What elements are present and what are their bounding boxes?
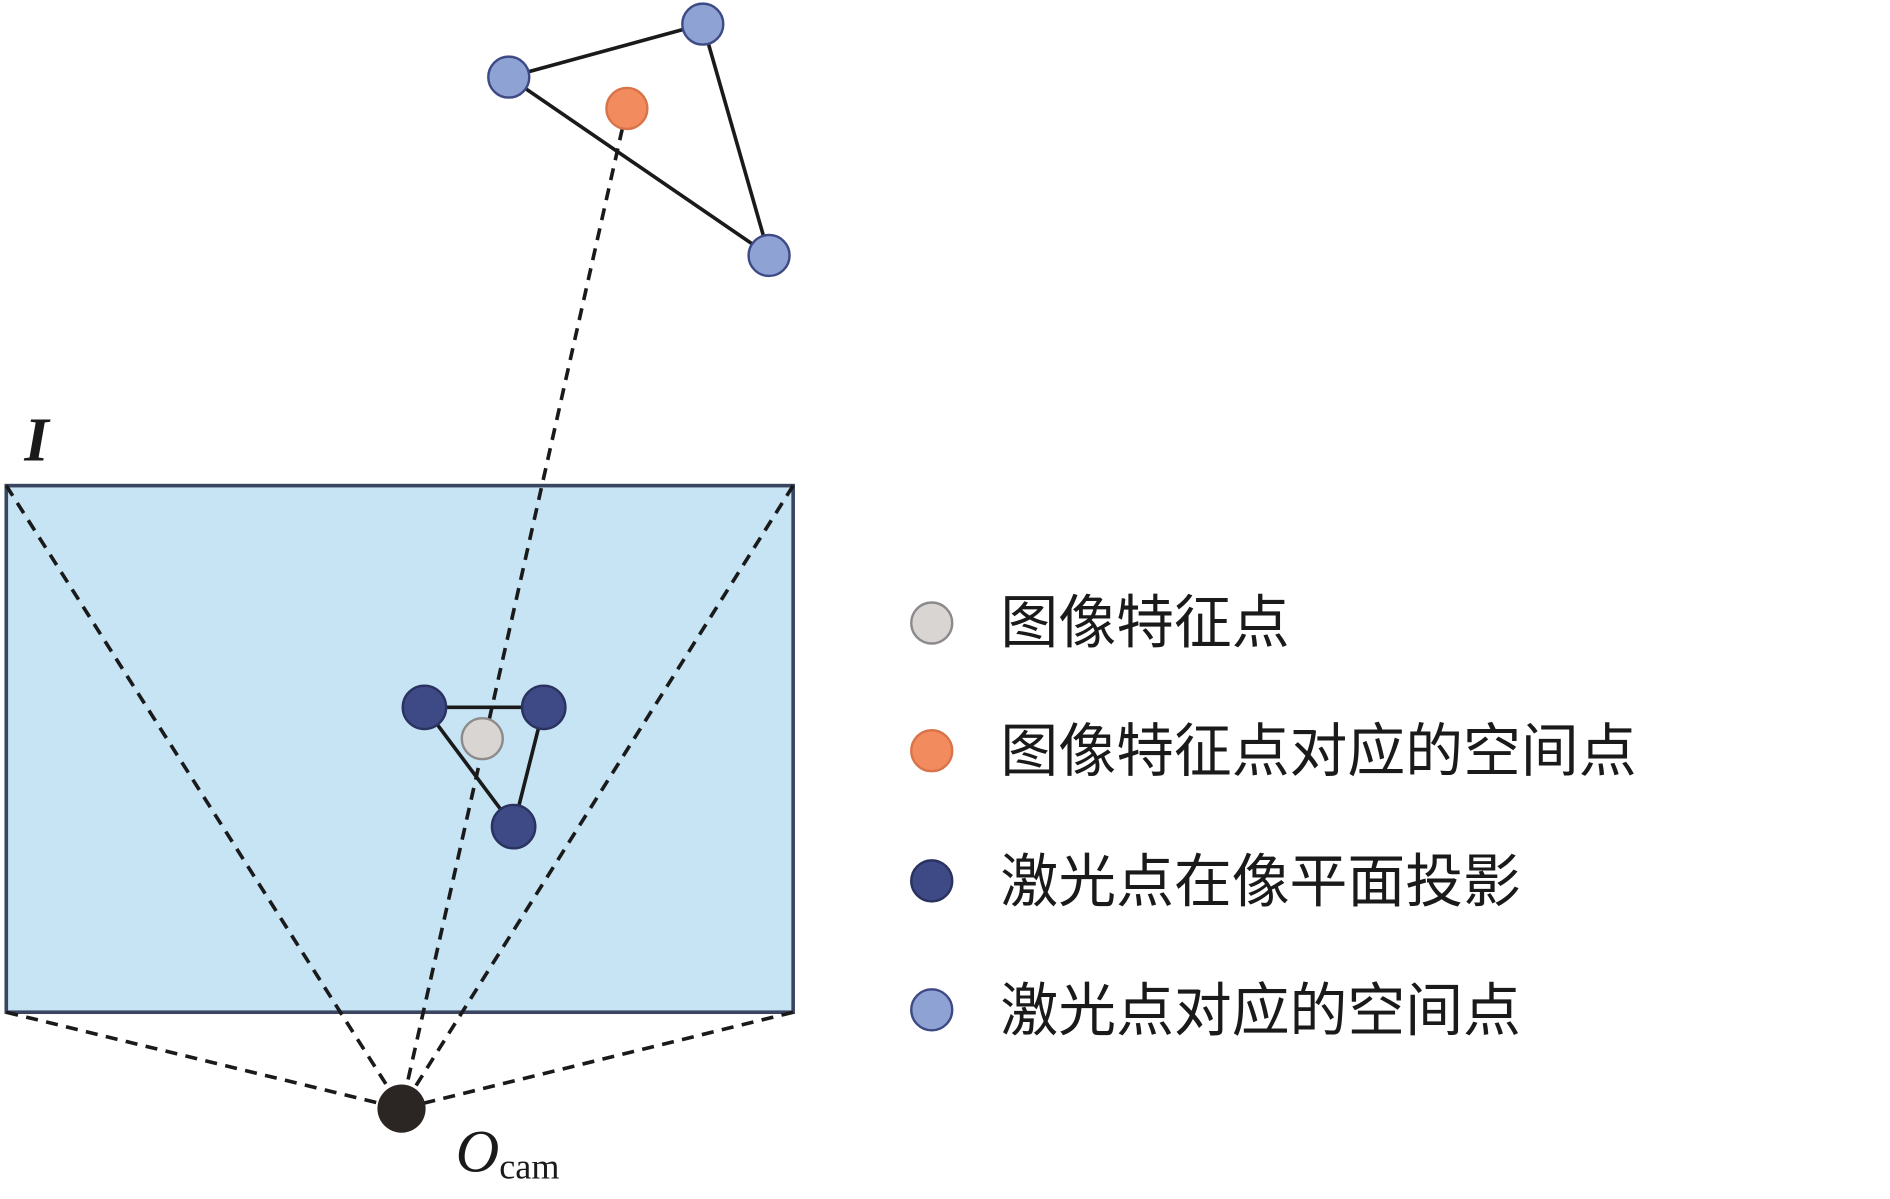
ray-bottom-left bbox=[5, 1010, 402, 1111]
legend-label: 激光点对应的空间点 bbox=[1000, 976, 1520, 1044]
legend-marker-projected-laser bbox=[910, 859, 954, 903]
ray-bottom-right bbox=[401, 1010, 794, 1111]
image-plane bbox=[4, 483, 795, 1015]
projected-laser-point bbox=[520, 684, 567, 731]
legend-marker-feature bbox=[910, 601, 954, 645]
ray-feature-point bbox=[399, 108, 629, 1110]
space-laser-point bbox=[681, 2, 725, 46]
camera-label: Ocam bbox=[456, 1118, 560, 1186]
ray-top-left bbox=[4, 484, 404, 1110]
projected-laser-triangle bbox=[420, 705, 547, 831]
legend-label: 图像特征点 bbox=[1000, 588, 1289, 656]
legend: 图像特征点 图像特征点对应的空间点 激光点在像平面投影 激光点对应的空间点 bbox=[910, 588, 1637, 1044]
camera-center bbox=[377, 1084, 426, 1133]
legend-marker-space-laser bbox=[910, 988, 954, 1032]
legend-marker-space-feature bbox=[910, 729, 954, 773]
projected-laser-point bbox=[490, 803, 537, 850]
frustum-lines bbox=[4, 108, 795, 1111]
image-feature-point bbox=[460, 716, 504, 761]
image-plane-label: I bbox=[23, 404, 51, 474]
space-laser-point bbox=[747, 233, 791, 278]
projected-laser-point bbox=[401, 684, 448, 731]
space-laser-triangle bbox=[504, 21, 773, 260]
legend-label: 图像特征点对应的空间点 bbox=[1000, 717, 1636, 785]
space-laser-point bbox=[487, 55, 531, 99]
legend-label: 激光点在像平面投影 bbox=[1000, 847, 1520, 915]
space-feature-point bbox=[605, 86, 649, 131]
